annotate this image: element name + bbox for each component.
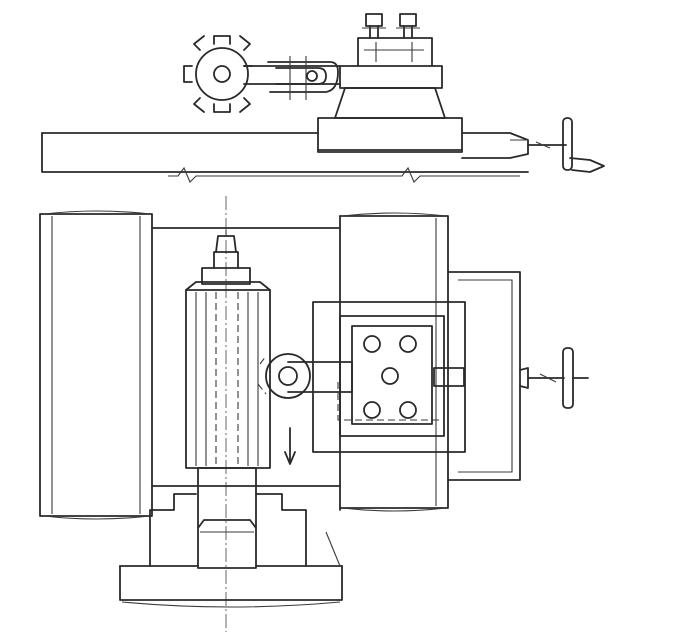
right-roll: [339, 212, 449, 512]
top-view: [39, 196, 589, 632]
clamp-bolts: [362, 13, 420, 62]
left-roll: [39, 210, 153, 520]
bed-rail: [41, 132, 529, 183]
gear-icon: [183, 35, 253, 113]
side-view: [41, 13, 605, 183]
tool-post-body: [334, 37, 446, 119]
link-arm: [257, 353, 353, 399]
lever-arm: [243, 56, 341, 100]
stepped-base: [119, 493, 343, 608]
carriage-plate: [151, 215, 341, 511]
handwheel-top[interactable]: [527, 347, 589, 409]
lower-shaft: [197, 467, 257, 569]
down-arrow-icon: [284, 427, 296, 465]
handwheel-side[interactable]: [527, 117, 605, 173]
tool-holder-block: [312, 301, 466, 453]
fluted-cylinder: [185, 230, 271, 469]
cross-slide: [447, 271, 529, 481]
slide-base: [317, 117, 529, 159]
